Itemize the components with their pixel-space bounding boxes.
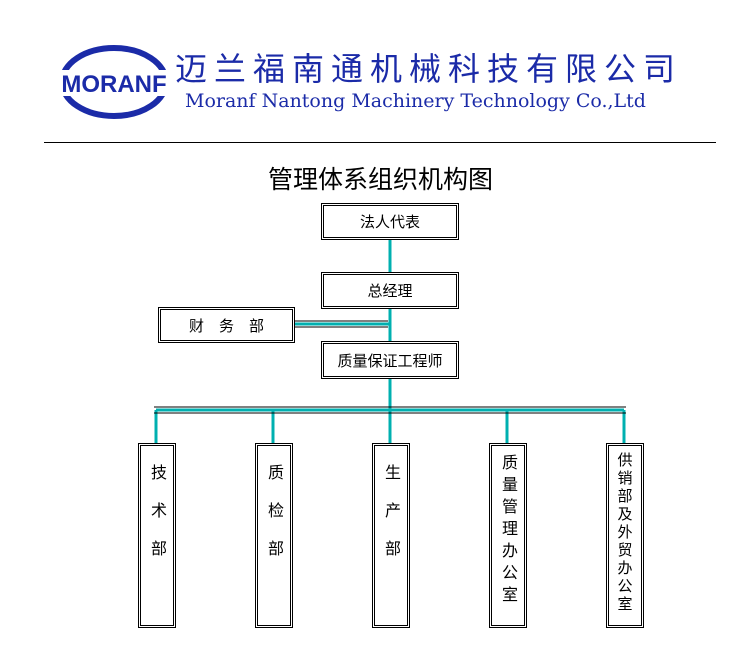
- node-tech-dept: 技术部: [138, 443, 176, 628]
- diagram-title: 管理体系组织机构图: [268, 165, 494, 194]
- company-name-cn: 迈兰福南通机械科技有限公司: [175, 50, 683, 88]
- node-quality-office-label: 质量管理办公室: [499, 454, 518, 608]
- node-production-dept-label: 生产部: [382, 464, 401, 578]
- node-legal-representative: 法人代表: [321, 203, 459, 240]
- node-quality-office: 质量管理办公室: [489, 443, 527, 628]
- node-qc-dept: 质检部: [255, 443, 293, 628]
- node-general-manager: 总经理: [321, 272, 459, 309]
- node-qc-dept-label: 质检部: [265, 464, 284, 578]
- company-name-en: Moranf Nantong Machinery Technology Co.,…: [185, 90, 646, 112]
- node-quality-engineer: 质量保证工程师: [321, 341, 459, 379]
- header-divider: [44, 142, 716, 143]
- node-tech-dept-label: 技术部: [148, 464, 167, 578]
- node-finance: 财 务 部: [158, 307, 295, 343]
- node-production-dept: 生产部: [372, 443, 410, 628]
- logo-text: MORANF: [61, 71, 166, 98]
- node-supply-office-label: 供销部及外贸办公室: [615, 452, 634, 614]
- node-supply-office: 供销部及外贸办公室: [606, 443, 644, 628]
- company-logo: MORANF: [58, 45, 173, 119]
